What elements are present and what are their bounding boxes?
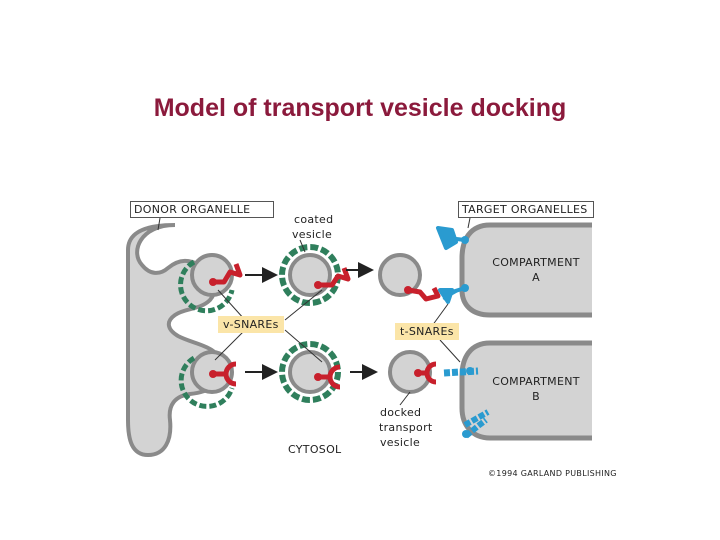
v-snare-knob-donor-bottom <box>209 370 217 378</box>
compartment-a <box>459 222 592 318</box>
leader-v-snares-4 <box>284 329 323 363</box>
v-snare-uncoated-top <box>407 286 441 302</box>
compartment-a-label-line1: COMPARTMENT <box>492 256 580 269</box>
v-snare-knob-uncoated-top <box>404 286 412 294</box>
leader-coated <box>299 239 306 253</box>
leader-t-snares-2 <box>439 339 461 363</box>
t-snare-knob-a-upper <box>461 236 469 244</box>
compartment-b-label-line1: COMPARTMENT <box>492 375 580 388</box>
coat-donor-bottom <box>178 355 235 409</box>
leader-target <box>467 217 471 229</box>
cytosol-label: CYTOSOL <box>288 443 342 456</box>
compartment-b <box>459 340 592 441</box>
docked-vesicle-label-line1: docked <box>380 406 422 419</box>
t-snare-a-upper <box>436 226 466 250</box>
copyright-label: ©1994 GARLAND PUBLISHING <box>488 469 617 478</box>
coated-vesicle-bottom <box>288 350 332 394</box>
leader-t-snares-1 <box>431 303 449 327</box>
t-snares-label: t-SNAREs <box>395 323 459 340</box>
leader-v-snares-3 <box>284 289 323 321</box>
coated-vesicle-top <box>288 253 332 297</box>
v-snare-knob-coated-bottom <box>314 373 322 381</box>
leader-v-snares-2 <box>214 329 246 361</box>
diagram-title: Model of transport vesicle docking <box>153 94 567 122</box>
coated-vesicle-bottom-coat <box>279 341 341 403</box>
leader-docked <box>399 391 411 406</box>
t-snare-b-lower <box>463 409 490 439</box>
v-snare-knob-donor-top <box>209 278 217 286</box>
uncoated-vesicle-top <box>378 253 422 297</box>
t-snare-knob-b-docked <box>466 367 474 375</box>
v-snare-coated-top <box>318 267 351 288</box>
docked-vesicle-label-line3: vesicle <box>380 436 421 449</box>
docked-vesicle-label-line2: transport <box>379 421 433 434</box>
compartment-a-label-line2: A <box>532 271 540 284</box>
v-snares-label: v-SNAREs <box>218 316 284 333</box>
v-snare-knob-coated-top <box>314 281 322 289</box>
leader-donor <box>157 217 161 231</box>
coat-donor-top <box>178 259 235 314</box>
t-snare-knob-b-lower <box>462 430 470 438</box>
v-snare-donor-top <box>213 263 243 285</box>
coated-vesicle-label-line2: vesicle <box>292 228 333 241</box>
compartment-b-label-line2: B <box>532 390 540 403</box>
target-organelles-label: TARGET ORGANELLES <box>458 201 594 218</box>
leader-v-snares-1 <box>217 289 246 321</box>
t-snare-a-lower <box>438 286 466 304</box>
v-snare-knob-docked <box>414 369 422 377</box>
t-snare-knob-a-lower <box>461 284 469 292</box>
donor-organelle-label: DONOR ORGANELLE <box>130 201 274 218</box>
coated-vesicle-label-line1: coated <box>294 213 334 226</box>
